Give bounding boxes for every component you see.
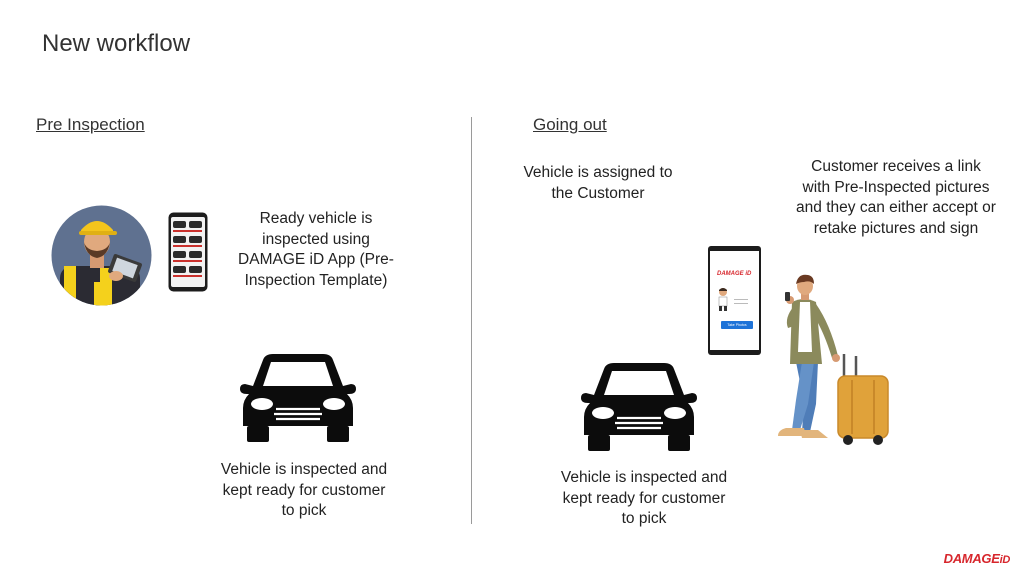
pre-inspection-heading: Pre Inspection bbox=[36, 115, 145, 134]
going-out-step2-text: Vehicle is inspected and kept ready for … bbox=[560, 469, 728, 527]
phone-take-photos-button: Take Photos bbox=[721, 321, 753, 329]
going-out-assigned-text: Vehicle is assigned to the Customer bbox=[523, 164, 673, 202]
phone-gallery-icon bbox=[168, 212, 208, 292]
going-out-customer-text: Customer receives a link with Pre-Inspec… bbox=[796, 158, 996, 237]
brand-logo: DAMAGEiD bbox=[943, 551, 1011, 566]
phone-person-icon bbox=[718, 288, 728, 311]
customer-luggage-icon bbox=[778, 274, 889, 445]
car-icon bbox=[240, 354, 356, 442]
column-divider bbox=[471, 117, 472, 524]
brand-suffix: iD bbox=[999, 554, 1011, 566]
inspector-avatar-icon bbox=[51, 205, 152, 306]
brand-main: DAMAGE bbox=[943, 551, 1000, 566]
car-icon bbox=[581, 363, 697, 451]
phone-app-logo: DAMAGE iD bbox=[717, 271, 752, 277]
going-out-heading: Going out bbox=[533, 115, 607, 134]
pre-inspection-step1-text: Ready vehicle is inspected using DAMAGE … bbox=[238, 210, 394, 289]
pre-inspection-step2-text: Vehicle is inspected and kept ready for … bbox=[220, 461, 388, 519]
slide-title: New workflow bbox=[42, 30, 191, 57]
phone-app-icon: DAMAGE iD Take Photos bbox=[708, 246, 761, 355]
